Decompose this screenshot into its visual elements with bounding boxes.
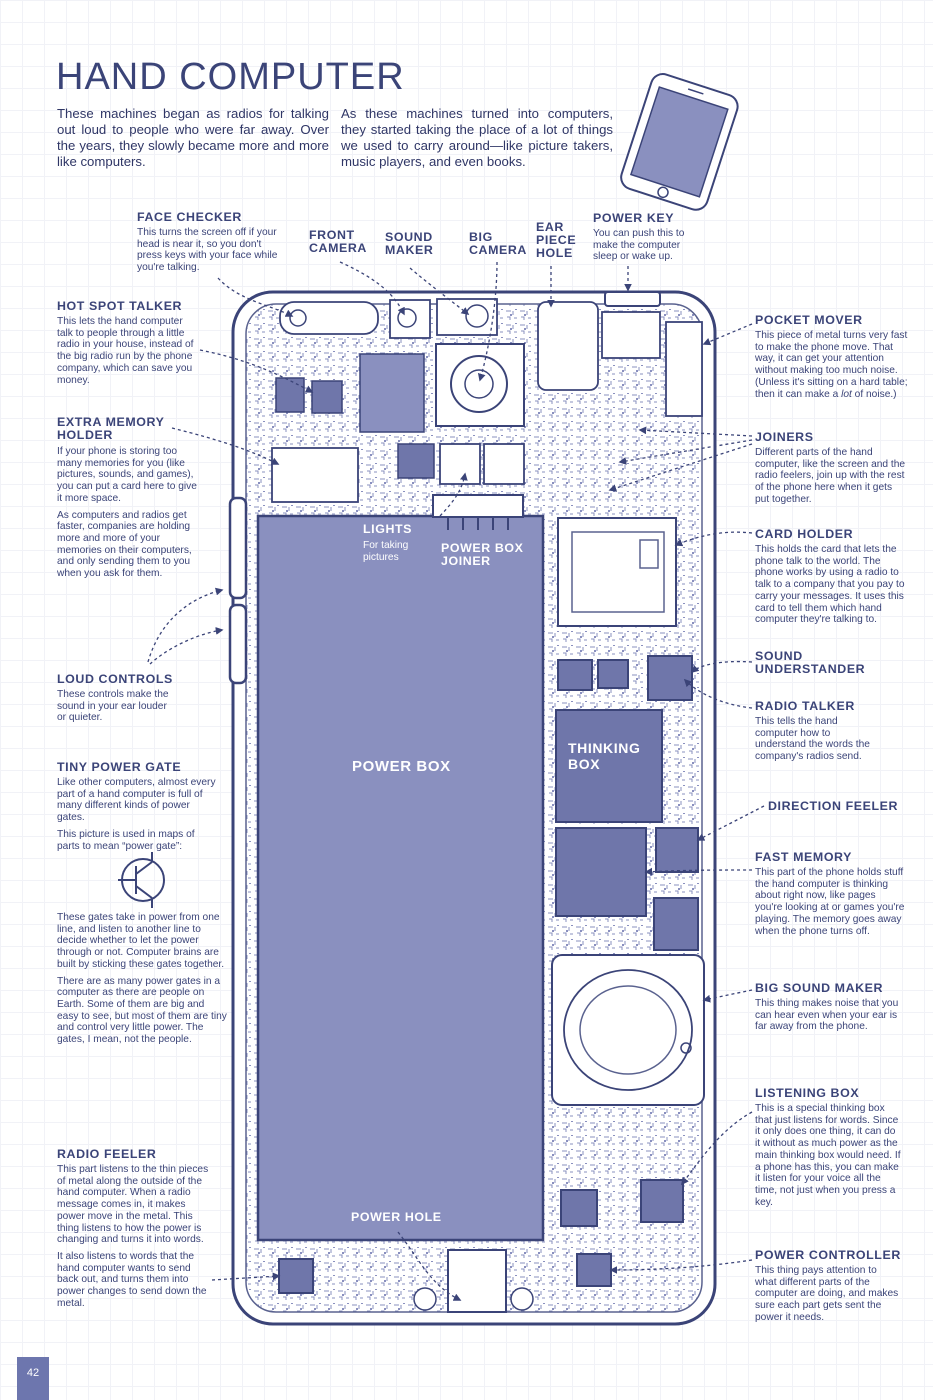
intro-right: As these machines turned into computers,…	[341, 106, 613, 169]
card-holder-slot	[557, 517, 677, 627]
listening-box-chip	[640, 1179, 684, 1223]
desc-big-sound-maker: This thing makes noise that you can hear…	[755, 998, 899, 1033]
label-power-key: POWER KEY	[593, 211, 675, 225]
front-camera	[279, 301, 379, 335]
volume-down-button	[228, 603, 248, 685]
label-tiny-power-gate: TINY POWER GATE	[57, 760, 182, 774]
desc-radio-talker: This tells the hand computer how to unde…	[755, 716, 870, 763]
label-thinking-box: THINKING BOX	[568, 740, 641, 772]
desc-power-controller: This thing pays attention to what differ…	[755, 1265, 899, 1323]
leader-face-checker	[217, 277, 294, 317]
desc-tiny-power-gate-b: These gates take in power from one line,…	[57, 912, 227, 1046]
label-pocket-mover: POCKET MOVER	[755, 313, 863, 327]
leader-loud-down	[149, 627, 224, 665]
desc-fast-memory: This part of the phone holds stuff the h…	[755, 867, 905, 937]
intro-left: These machines began as radios for talki…	[57, 106, 329, 169]
page-number-tab: 42	[17, 1357, 49, 1400]
radio-feeler-chip	[278, 1258, 314, 1294]
label-power-controller: POWER CONTROLLER	[755, 1248, 901, 1262]
sound-understander-chip	[647, 655, 693, 701]
label-joiners: JOINERS	[755, 430, 814, 444]
fast-memory-chip	[555, 827, 647, 917]
desc-pocket-mover: This piece of metal turns very fast to m…	[755, 330, 908, 400]
desc-power-key: You can push this to make the computer s…	[593, 228, 685, 263]
power-hole-port	[447, 1249, 507, 1313]
label-power-box-joiner: POWER BOX JOINER	[441, 541, 524, 568]
phone-sketch	[620, 73, 739, 211]
leader-direction-feeler	[696, 805, 765, 841]
label-hot-spot-talker: HOT SPOT TALKER	[57, 299, 183, 313]
leader-listening-box	[681, 1111, 753, 1186]
leader-sound-maker	[409, 267, 470, 315]
leader-extra-memory	[171, 427, 280, 465]
label-loud-controls: LOUD CONTROLS	[57, 672, 173, 686]
page-number: 42	[26, 1367, 40, 1379]
sound-maker-top	[389, 299, 431, 339]
leader-big-camera	[477, 261, 498, 382]
leader-power-controller	[609, 1259, 753, 1274]
leader-joiners-3	[608, 443, 753, 492]
power-gate-symbol	[118, 852, 165, 908]
label-listening-box: LISTENING BOX	[755, 1086, 860, 1100]
desc-tiny-power-gate-a: Like other computers, almost every part …	[57, 777, 216, 852]
desc-card-holder: This holds the card that lets the phone …	[755, 544, 905, 626]
label-ear-piece-hole: EAR PIECE HOLE	[536, 220, 577, 260]
desc-extra-memory-holder: If your phone is storing too many memori…	[57, 446, 197, 580]
desc-listening-box: This is a special thinking box that just…	[755, 1103, 901, 1208]
ear-piece-hole	[537, 301, 599, 391]
label-power-hole: POWER HOLE	[351, 1210, 442, 1224]
leader-sound-understander	[690, 660, 753, 674]
label-radio-feeler: RADIO FEELER	[57, 1147, 157, 1161]
leader-joiners-2	[618, 439, 753, 465]
label-big-camera: BIG CAMERA	[469, 230, 527, 257]
label-card-holder: CARD HOLDER	[755, 527, 854, 541]
page-title: HAND COMPUTER	[56, 56, 405, 98]
desc-lights: For taking pictures	[363, 540, 409, 563]
lights-flash	[483, 443, 525, 485]
label-direction-feeler: DIRECTION FEELER	[768, 799, 899, 813]
leader-pocket-mover	[702, 323, 753, 346]
label-radio-talker: RADIO TALKER	[755, 699, 855, 713]
label-big-sound-maker: BIG SOUND MAKER	[755, 981, 884, 995]
power-box-battery	[256, 514, 545, 1242]
leader-joiners-1	[638, 426, 753, 437]
power-key-button	[604, 291, 661, 307]
thinking-box-chip	[555, 709, 663, 823]
label-fast-memory: FAST MEMORY	[755, 850, 853, 864]
volume-up-button	[228, 496, 248, 600]
desc-hot-spot-talker: This lets the hand computer talk to peop…	[57, 316, 194, 386]
label-sound-understander: SOUND UNDERSTANDER	[755, 649, 866, 676]
leader-hot-spot-talker	[199, 349, 314, 393]
label-face-checker: FACE CHECKER	[137, 210, 242, 224]
label-front-camera: FRONT CAMERA	[309, 228, 367, 255]
extra-memory-holder-slot	[271, 447, 359, 503]
desc-joiners: Different parts of the hand computer, li…	[755, 447, 906, 505]
label-extra-memory-holder: EXTRA MEMORY HOLDER	[57, 415, 165, 442]
power-controller-chip	[576, 1253, 612, 1287]
leader-loud-up	[147, 587, 224, 663]
leader-front-camera	[339, 261, 405, 316]
label-power-box: POWER BOX	[352, 758, 451, 775]
leader-radio-talker	[683, 678, 753, 709]
direction-feeler-chip	[655, 827, 699, 873]
pocket-mover	[665, 321, 703, 417]
hot-spot-talker-chip	[311, 380, 343, 414]
label-sound-maker: SOUND MAKER	[385, 230, 434, 257]
desc-radio-feeler: This part listens to the thin pieces of …	[57, 1164, 209, 1309]
leader-big-sound-maker	[702, 989, 753, 1003]
desc-loud-controls: These controls make the sound in your ea…	[57, 689, 169, 724]
label-lights: LIGHTS	[363, 522, 413, 536]
leader-card-holder	[674, 531, 753, 547]
desc-face-checker: This turns the screen off if your head i…	[137, 227, 278, 274]
leader-radio-feeler	[211, 1272, 281, 1281]
